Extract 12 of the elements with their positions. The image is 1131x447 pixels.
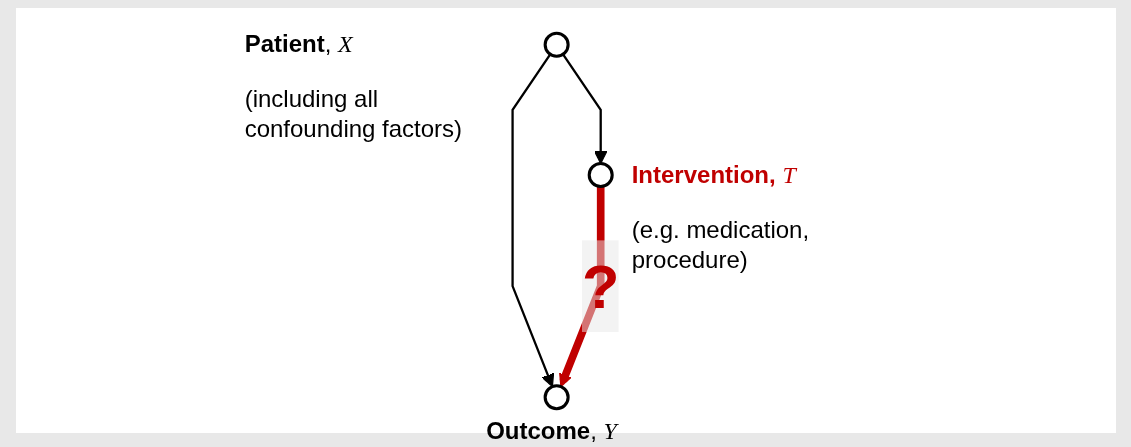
node-label: Patient, X <box>244 29 355 60</box>
node-caption: (e.g. medication, procedure) <box>631 214 811 275</box>
circle-node <box>543 383 570 410</box>
node-caption: (including all confounding factors) <box>244 84 464 145</box>
arrow <box>510 53 554 387</box>
edge-label: ? <box>581 250 619 322</box>
arrow <box>558 186 605 387</box>
node-label: Intervention, T <box>631 159 799 190</box>
node-label: Outcome, Y <box>486 416 617 447</box>
arrow <box>561 53 607 164</box>
circle-node <box>543 31 570 58</box>
circle-node <box>587 161 614 188</box>
